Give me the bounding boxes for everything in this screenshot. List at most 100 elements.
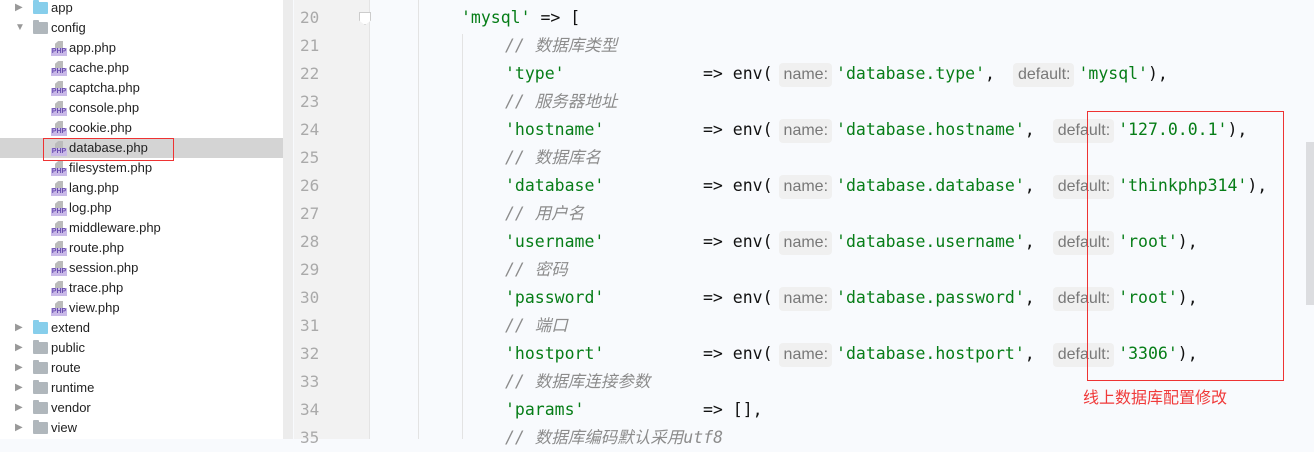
tree-item-label: view.php bbox=[69, 300, 120, 315]
page-icon bbox=[55, 101, 63, 108]
page-icon bbox=[55, 81, 63, 88]
chevron-right-icon[interactable]: ▶ bbox=[15, 2, 23, 13]
folder-icon bbox=[33, 360, 48, 374]
operator: => env( bbox=[703, 120, 773, 139]
line-number: 29 bbox=[300, 260, 320, 279]
code-line: 'mysql' => [ bbox=[461, 4, 580, 32]
tree-item-public[interactable]: ▶public bbox=[0, 338, 283, 358]
line-number: 22 bbox=[300, 64, 320, 83]
tree-item-label: console.php bbox=[69, 100, 140, 115]
php-badge: PHP bbox=[51, 88, 67, 96]
sidebar-scrollbar[interactable] bbox=[283, 0, 293, 439]
tree-item-runtime[interactable]: ▶runtime bbox=[0, 378, 283, 398]
page-icon bbox=[55, 41, 63, 48]
operator: => env( bbox=[703, 344, 773, 363]
tree-item-config[interactable]: ▼ config bbox=[0, 18, 283, 38]
param-hint-default: default: bbox=[1012, 63, 1075, 87]
php-badge: PHP bbox=[51, 68, 67, 76]
code-line: // 密码 bbox=[505, 256, 568, 284]
chevron-right-icon[interactable]: ▶ bbox=[15, 322, 23, 333]
page-icon bbox=[55, 181, 63, 188]
env-name-string: 'database.type' bbox=[836, 64, 986, 83]
folder-icon bbox=[33, 420, 48, 434]
page-icon bbox=[55, 221, 63, 228]
array-key: 'type' bbox=[505, 64, 565, 83]
code-comment: // 数据库名 bbox=[505, 148, 601, 167]
line-number: 27 bbox=[300, 204, 320, 223]
closing-paren: ), bbox=[1177, 232, 1198, 251]
chevron-right-icon[interactable]: ▶ bbox=[15, 362, 23, 373]
tree-item-vendor[interactable]: ▶vendor bbox=[0, 398, 283, 418]
default-value-string: 'root' bbox=[1118, 288, 1178, 307]
operator: => [], bbox=[703, 400, 763, 419]
code-line: // 用户名 bbox=[505, 200, 584, 228]
php-badge: PHP bbox=[51, 168, 67, 176]
line-number: 30 bbox=[300, 288, 320, 307]
line-number: 24 bbox=[300, 120, 320, 139]
tree-item-route[interactable]: ▶route bbox=[0, 358, 283, 378]
code-comment: // 密码 bbox=[505, 260, 568, 279]
tree-item-label: app.php bbox=[69, 40, 116, 55]
code-comment: // 数据库编码默认采用utf8 bbox=[505, 428, 724, 447]
tree-item-label: filesystem.php bbox=[69, 160, 153, 175]
chevron-right-icon[interactable]: ▶ bbox=[15, 342, 23, 353]
default-value-string: '3306' bbox=[1118, 344, 1178, 363]
closing-paren: ), bbox=[1227, 120, 1248, 139]
php-badge: PHP bbox=[51, 148, 67, 156]
editor-scrollbar[interactable] bbox=[1306, 142, 1314, 305]
code-comment: // 服务器地址 bbox=[505, 92, 618, 111]
php-file-icon: PHP bbox=[51, 221, 67, 236]
tree-item-extend[interactable]: ▶extend bbox=[0, 318, 283, 338]
code-rest: => env(name:'database.hostport',default:… bbox=[703, 340, 1198, 368]
tree-item-label: lang.php bbox=[69, 180, 119, 195]
chevron-right-icon[interactable]: ▶ bbox=[15, 382, 23, 393]
closing-paren: ), bbox=[1247, 176, 1268, 195]
chevron-right-icon[interactable]: ▶ bbox=[15, 422, 23, 433]
chevron-down-icon[interactable]: ▼ bbox=[15, 22, 25, 33]
php-file-icon: PHP bbox=[51, 261, 67, 276]
comma: , bbox=[1024, 232, 1035, 251]
folder-icon bbox=[33, 340, 48, 354]
php-badge: PHP bbox=[51, 248, 67, 256]
annotation-note: 线上数据库配置修改 bbox=[1083, 390, 1228, 407]
code-line: 'password'=> env(name:'database.password… bbox=[505, 284, 1198, 312]
default-value-string: 'thinkphp314' bbox=[1118, 176, 1248, 195]
default-value-string: 'mysql' bbox=[1078, 64, 1148, 83]
fold-icon[interactable] bbox=[359, 12, 371, 25]
line-number: 34 bbox=[300, 400, 320, 419]
chevron-right-icon[interactable]: ▶ bbox=[15, 402, 23, 413]
param-hint-name: name: bbox=[778, 287, 833, 311]
php-badge: PHP bbox=[51, 208, 67, 216]
php-badge: PHP bbox=[51, 228, 67, 236]
php-file-icon: PHP bbox=[51, 281, 67, 296]
code-line: 'username'=> env(name:'database.username… bbox=[505, 228, 1198, 256]
tree-item-app[interactable]: ▶app bbox=[0, 0, 283, 18]
tree-item-label: config bbox=[51, 20, 86, 35]
line-number: 25 bbox=[300, 148, 320, 167]
tree-item-view[interactable]: ▶view bbox=[0, 418, 283, 438]
env-name-string: 'database.hostname' bbox=[836, 120, 1025, 139]
code-comment: // 端口 bbox=[505, 316, 568, 335]
code-rest: => [], bbox=[703, 396, 763, 424]
tree-item-label: trace.php bbox=[69, 280, 124, 295]
page-icon bbox=[55, 261, 63, 268]
folder-icon bbox=[33, 320, 48, 334]
page-icon bbox=[55, 121, 63, 128]
code-rest: => env(name:'database.password',default:… bbox=[703, 284, 1198, 312]
array-key: 'params' bbox=[505, 400, 585, 419]
folder-icon bbox=[33, 0, 48, 14]
